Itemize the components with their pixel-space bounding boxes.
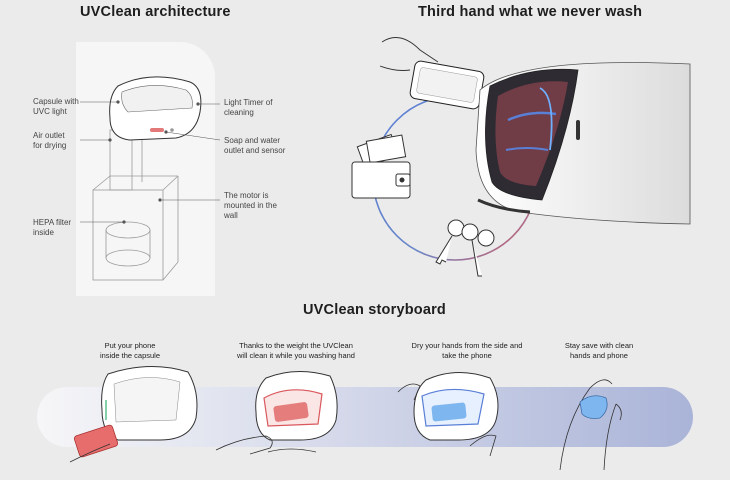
- step-3-hands-icon: [397, 383, 497, 457]
- step-4-person-icon: [559, 379, 622, 471]
- capsule-icon: [109, 76, 202, 141]
- step-3-capsule-icon: [413, 371, 499, 441]
- step-4-caption: Stay save with clean hands and phone: [564, 341, 634, 361]
- uvclean-device-icon: [475, 62, 691, 225]
- step-3-caption: Dry your hands from the side and take th…: [411, 341, 523, 361]
- label-light-timer: Light Timer of cleaning: [224, 98, 273, 117]
- step-1-caption: Put your phone inside the capsule: [99, 341, 161, 361]
- step-2-hands-icon: [215, 435, 317, 455]
- label-air-outlet: Air outlet for drying: [33, 131, 67, 150]
- third-hand-title: Third hand what we never wash: [418, 4, 643, 20]
- keys-icon: [435, 219, 495, 277]
- label-hepa: HEPA filter inside: [33, 218, 72, 237]
- wallet-icon: [351, 133, 411, 199]
- step-1-capsule-icon: [101, 366, 198, 441]
- label-soap: Soap and water outlet and sensor: [224, 136, 286, 155]
- hand-icon: [379, 37, 439, 71]
- storyboard-band: [37, 387, 693, 447]
- phone-icon: [409, 60, 485, 110]
- label-motor: The motor is mounted in the wall: [224, 191, 277, 220]
- architecture-title: UVClean architecture: [80, 4, 231, 20]
- step-2-capsule-icon: [255, 370, 338, 441]
- step-1-hand-icon: [69, 443, 111, 463]
- step-1-phone-icon: [73, 424, 119, 458]
- storyboard-title: UVClean storyboard: [303, 302, 446, 318]
- label-capsule: Capsule with UVC light: [33, 97, 79, 116]
- step-4-phone-icon: [579, 395, 608, 419]
- step-2-caption: Thanks to the weight the UVClean will cl…: [237, 341, 355, 361]
